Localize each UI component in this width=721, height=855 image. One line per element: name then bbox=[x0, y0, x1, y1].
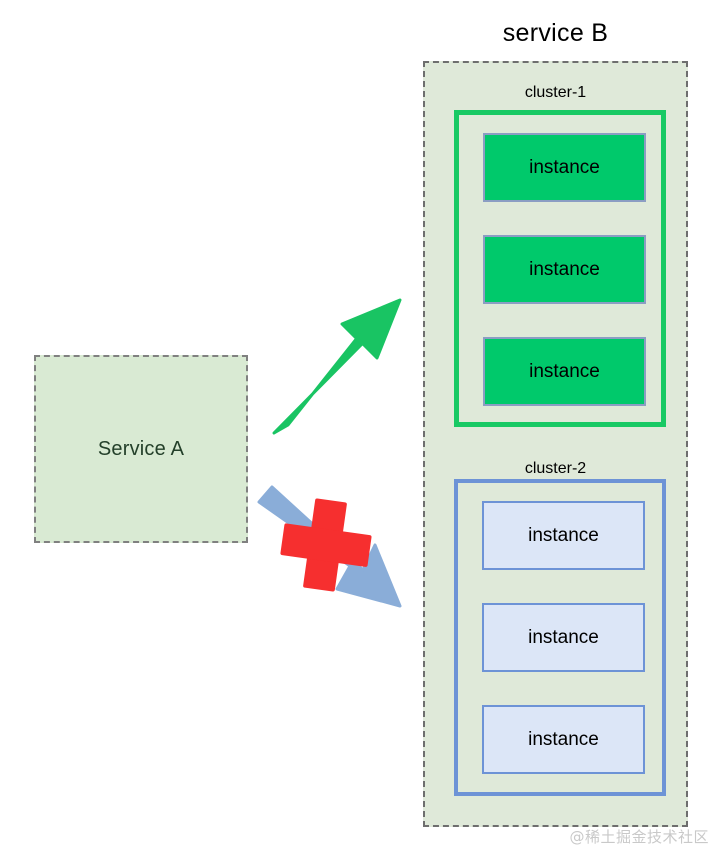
service-b-container: cluster-1 instance instance instance clu… bbox=[423, 61, 688, 827]
cluster-2-instance-3: instance bbox=[482, 705, 645, 774]
cluster-1-instance-1: instance bbox=[483, 133, 646, 202]
cluster-1-label: cluster-1 bbox=[524, 84, 587, 101]
instance-label: instance bbox=[529, 360, 600, 382]
cluster-2-instance-1: instance bbox=[482, 501, 645, 570]
cluster-1-instance-2: instance bbox=[483, 235, 646, 304]
cluster-1-frame: instance instance instance bbox=[454, 110, 666, 427]
instance-label: instance bbox=[529, 156, 600, 178]
instance-label: instance bbox=[528, 728, 599, 750]
cluster-2-frame: instance instance instance bbox=[454, 479, 666, 796]
cluster-1-instance-3: instance bbox=[483, 337, 646, 406]
instance-label: instance bbox=[528, 524, 599, 546]
service-b-title: service B bbox=[502, 19, 609, 47]
cluster-2-label: cluster-2 bbox=[524, 460, 587, 477]
allowed-route-arrow-icon bbox=[272, 298, 402, 435]
blocked-route-arrow-icon bbox=[257, 485, 402, 608]
service-a-label: Service A bbox=[97, 437, 185, 460]
service-a-box: Service A bbox=[34, 355, 248, 543]
cluster-2-instance-2: instance bbox=[482, 603, 645, 672]
instance-label: instance bbox=[528, 626, 599, 648]
blocked-cross-icon bbox=[280, 498, 372, 592]
instance-label: instance bbox=[529, 258, 600, 280]
watermark: @稀土掘金技术社区 bbox=[569, 828, 709, 846]
